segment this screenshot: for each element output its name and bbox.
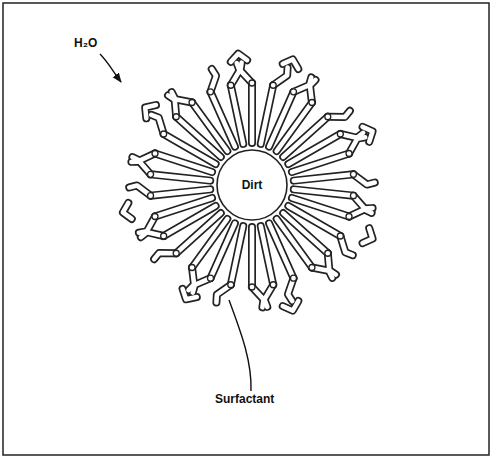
h2o-arrow [100, 54, 121, 82]
molecule-fill [261, 85, 273, 144]
molecule-fill [277, 102, 312, 151]
head-joint [228, 82, 234, 88]
molecule-fill [231, 85, 243, 144]
head-joint [350, 171, 356, 177]
molecule-outline [248, 83, 256, 143]
head-joint [309, 99, 315, 105]
molecule-fill [176, 213, 221, 253]
surfactant-label: Surfactant [213, 392, 276, 406]
molecule-outline [283, 59, 299, 69]
head-joint [325, 250, 331, 256]
head-joint [208, 275, 214, 281]
molecule-fill [231, 54, 247, 62]
head-joint [309, 265, 315, 271]
molecule-outline [151, 174, 211, 180]
head-joint [270, 282, 276, 288]
head-joint [152, 214, 158, 220]
head-joint [346, 150, 352, 156]
molecule-fill [269, 223, 293, 278]
molecule-fill [283, 213, 328, 253]
molecule-fill [192, 102, 227, 151]
frame-border [3, 3, 489, 455]
head-joint [249, 284, 255, 290]
molecule-fill [211, 92, 235, 147]
node-text: Dirt [242, 178, 263, 192]
molecule-fill [231, 226, 243, 285]
molecule-fill [283, 301, 299, 311]
molecule-outline [231, 85, 243, 144]
molecule-fill [176, 117, 221, 157]
molecule-fill [151, 189, 211, 195]
molecule-outline [248, 227, 256, 287]
molecule-fill [283, 59, 299, 69]
molecule-fill [363, 228, 373, 243]
molecule-fill [294, 189, 354, 195]
molecule-fill [164, 134, 216, 164]
head-joint [270, 82, 276, 88]
head-joint [325, 114, 331, 120]
head-joint [337, 233, 343, 239]
molecule-fill [277, 219, 312, 268]
molecule-fill [192, 219, 227, 268]
head-joint [228, 282, 234, 288]
dirt-circle: Dirt [216, 149, 288, 221]
head-joint [173, 250, 179, 256]
surfactant-leader [229, 300, 251, 391]
molecule-fill [292, 153, 349, 172]
head-joint [148, 171, 154, 177]
molecule-outline [294, 189, 354, 195]
molecule-fill [155, 198, 212, 217]
head-joint [173, 114, 179, 120]
head-joint [161, 131, 167, 137]
head-joint [337, 131, 343, 137]
molecule-fill [269, 92, 293, 147]
molecule-fill [250, 227, 255, 287]
surfactant-molecules [123, 54, 375, 311]
molecule-outline [123, 203, 132, 219]
molecule-outline [231, 54, 247, 62]
molecule-fill [288, 206, 340, 236]
molecule-fill [283, 117, 328, 157]
molecule-outline [151, 189, 211, 195]
molecule-fill [145, 105, 156, 118]
head-joint [290, 275, 296, 281]
water-label: H₂O [72, 36, 99, 50]
circle-shape [217, 150, 287, 220]
head-joint [189, 265, 195, 271]
molecule-fill [151, 174, 211, 180]
head-joint [189, 99, 195, 105]
molecule-fill [294, 174, 354, 180]
head-joint [161, 233, 167, 239]
head-joint [148, 193, 154, 199]
molecule-fill [123, 203, 132, 219]
molecule-fill [261, 226, 273, 285]
head-joint [290, 89, 296, 95]
molecule-outline [261, 226, 273, 285]
head-joint [152, 150, 158, 156]
molecule-outline [294, 174, 354, 180]
head-joint [350, 193, 356, 199]
molecule-fill [211, 223, 235, 278]
head-joint [249, 80, 255, 86]
molecule-fill [250, 83, 255, 143]
head-joint [208, 89, 214, 95]
head-joint [346, 214, 352, 220]
molecule-outline [363, 228, 373, 243]
